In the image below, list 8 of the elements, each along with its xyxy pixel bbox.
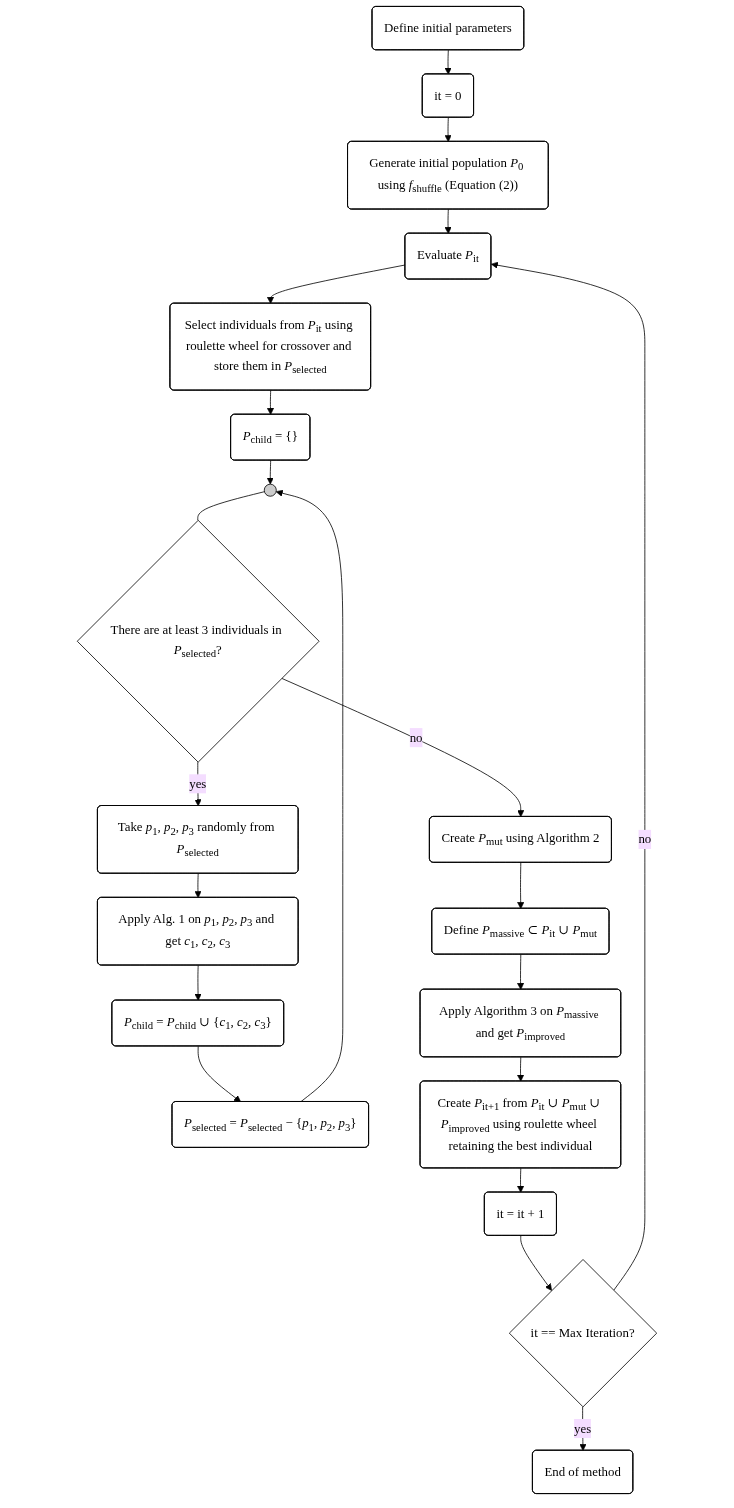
- node-circle: [263, 483, 277, 497]
- node-diamond: There are at least 3 individuals in P$_{selected}$?: [76, 519, 320, 763]
- edge-label: no: [638, 832, 652, 846]
- edge-label: yes: [189, 776, 207, 791]
- connector: [197, 491, 265, 521]
- node-diamond: it == Max Iteration?: [508, 1259, 658, 1408]
- edge-label: no: [409, 730, 423, 745]
- edge-label: yes: [574, 1421, 592, 1435]
